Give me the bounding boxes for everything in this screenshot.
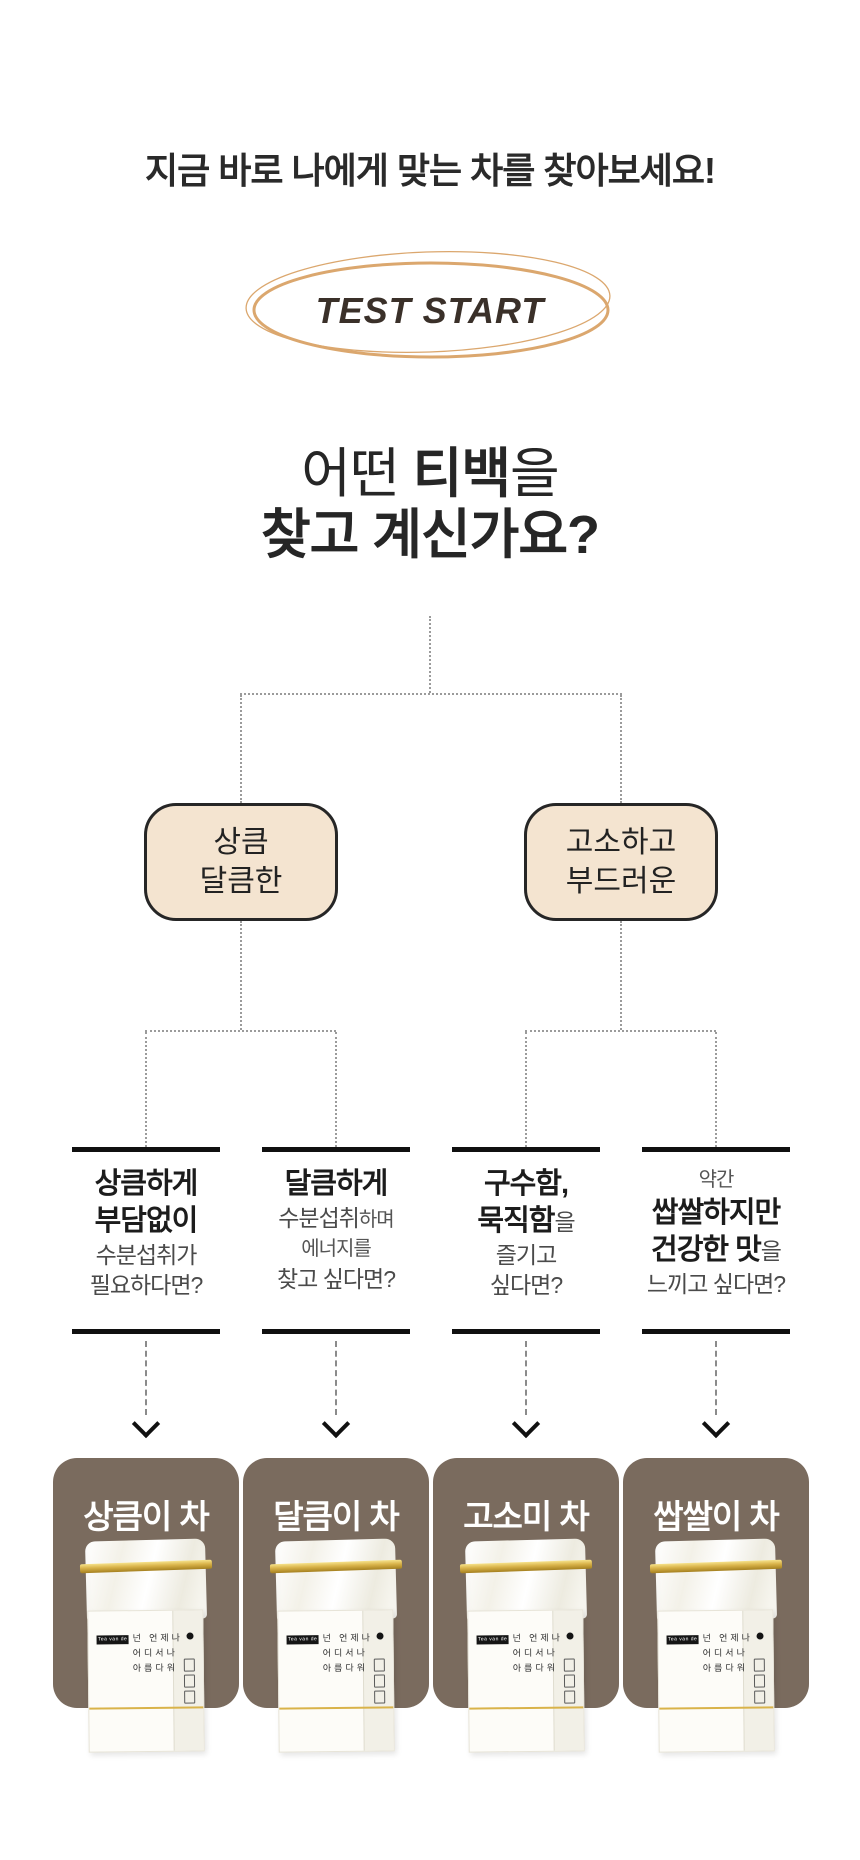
package-seal-dot-icon (566, 1632, 574, 1640)
connector-left-split (145, 1030, 336, 1032)
arrow-shaft-3 (525, 1341, 527, 1415)
connector-leaf-1 (145, 1032, 147, 1147)
arrow-down-icon (701, 1409, 731, 1439)
connector-left-stem (240, 921, 242, 1030)
leaf-bottom-rule-2 (262, 1329, 410, 1334)
package-brand-label: Tea van de (96, 1635, 129, 1645)
package-brand-label: Tea van de (666, 1635, 699, 1645)
connector-leaf-3 (525, 1032, 527, 1147)
package-stamp-icons (373, 1658, 386, 1706)
question-heading: 어떤 티백을 찾고 계신가요? (0, 444, 860, 566)
connector-right-drop (620, 695, 622, 803)
question-line-1: 어떤 티백을 (301, 444, 559, 504)
arrow-shaft-4 (715, 1341, 717, 1415)
arrow-down-icon (511, 1409, 541, 1439)
leaf-bottom-rule-1 (72, 1329, 220, 1334)
package-stamp-icons (563, 1658, 576, 1706)
test-start-label: TEST START (315, 290, 545, 331)
oval-outline-icon (245, 250, 611, 359)
connector-level1-split (240, 693, 622, 695)
arrow-shaft-1 (145, 1341, 147, 1415)
arrow-down-icon (131, 1409, 161, 1439)
leaf-top-rule-2 (262, 1147, 410, 1152)
question-line-2: 찾고 계신가요? (260, 505, 600, 565)
arrow-shaft-2 (335, 1341, 337, 1415)
product-name: 달큼이 차 (273, 1498, 400, 1535)
product-name: 상큼이 차 (83, 1498, 210, 1535)
leaf-bottom-rule-3 (452, 1329, 600, 1334)
leaf-top-rule-3 (452, 1147, 600, 1152)
product-name: 쌉쌀이 차 (653, 1498, 780, 1535)
package-seal-dot-icon (186, 1632, 194, 1640)
arrow-down-icon (321, 1409, 351, 1439)
package-seal-dot-icon (756, 1632, 764, 1640)
connector-left-drop (240, 695, 242, 803)
test-start-button[interactable]: TEST START (244, 250, 616, 362)
leaf-top-rule-1 (72, 1147, 220, 1152)
leaf-top-rule-4 (642, 1147, 790, 1152)
connector-root-stem (429, 616, 431, 693)
package-seal-dot-icon (376, 1632, 384, 1640)
package-brand-label: Tea van de (476, 1635, 509, 1645)
connector-right-split (525, 1030, 716, 1032)
product-name: 고소미 차 (463, 1498, 590, 1535)
package-stamp-icons (183, 1658, 196, 1706)
connector-right-stem (620, 921, 622, 1030)
package-stamp-icons (753, 1658, 766, 1706)
page-title: 지금 바로 나에게 맞는 차를 찾아보세요! (145, 150, 716, 191)
connector-leaf-2 (335, 1032, 337, 1147)
leaf-bottom-rule-4 (642, 1329, 790, 1334)
connector-leaf-4 (715, 1032, 717, 1147)
package-brand-label: Tea van de (286, 1635, 319, 1645)
